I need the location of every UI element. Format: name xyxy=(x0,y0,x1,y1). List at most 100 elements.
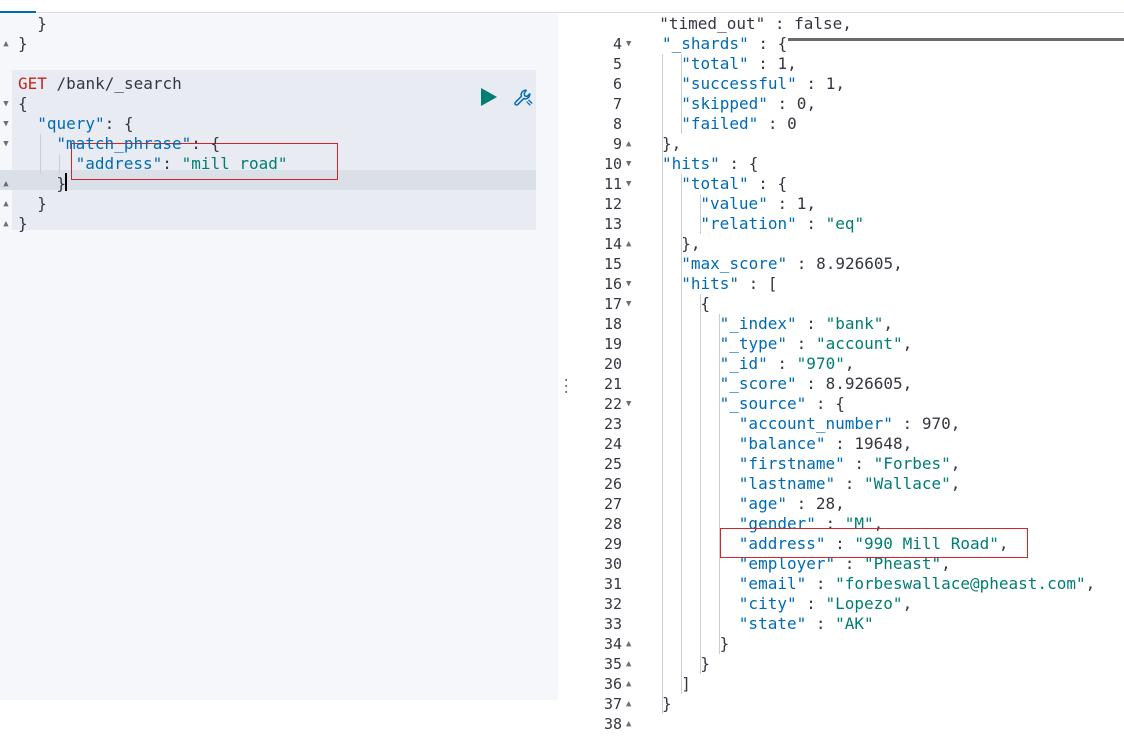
token-punc: : xyxy=(787,334,816,353)
token-key: "match_phrase" xyxy=(56,134,192,153)
caret-up-icon[interactable]: ▲ xyxy=(626,659,632,669)
caret-up-icon[interactable]: ▲ xyxy=(626,639,632,649)
token-punc: }, xyxy=(681,234,701,253)
line-number: 24 xyxy=(603,435,622,453)
token-punc: } xyxy=(56,174,67,193)
horizontal-scrollbar[interactable] xyxy=(788,38,1124,45)
response-code-line: "account_number" : 970, xyxy=(739,414,961,434)
caret-down-icon[interactable]: ▼ xyxy=(626,399,632,409)
token-punc: : xyxy=(786,494,816,513)
response-code-line: "_score" : 8.926605, xyxy=(720,374,913,394)
indent-guide xyxy=(681,174,682,694)
caret-up-icon[interactable]: ▲ xyxy=(626,719,632,729)
token-key: "_source" xyxy=(719,394,807,413)
line-number: 25 xyxy=(603,455,622,473)
vertical-dots-icon[interactable]: ··· xyxy=(562,373,571,401)
token-punc: : xyxy=(162,154,182,173)
text-cursor xyxy=(65,173,67,191)
response-code-line: "lastname" : "Wallace", xyxy=(739,474,961,494)
token-num: 19648 xyxy=(854,434,903,453)
token-key: "city" xyxy=(738,594,797,613)
caret-down-icon[interactable]: ▼ xyxy=(626,279,632,289)
caret-up-icon[interactable]: ▲ xyxy=(626,679,632,689)
caret-up-icon[interactable]: ▲ xyxy=(3,199,9,209)
response-code-line: }, xyxy=(681,234,700,254)
response-code-line: "email" : "forbeswallace@pheast.com", xyxy=(739,574,1095,594)
token-punc: : xyxy=(825,534,855,553)
token-punc: , xyxy=(844,354,855,373)
caret-down-icon[interactable]: ▼ xyxy=(3,99,9,109)
response-code-line: "_id" : "970", xyxy=(720,354,855,374)
request-code-line[interactable]: { xyxy=(18,94,28,114)
line-number: 14 xyxy=(603,235,622,253)
request-code-line[interactable]: } xyxy=(56,174,66,194)
token-punc: : xyxy=(748,54,778,73)
token-punc: : [ xyxy=(738,274,778,293)
token-key: "lastname" xyxy=(738,474,836,493)
response-code-line: "_source" : { xyxy=(720,394,845,414)
request-line[interactable]: GET /bank/_search xyxy=(18,74,182,94)
token-punc: , xyxy=(787,54,797,73)
line-number: 15 xyxy=(603,255,622,273)
caret-down-icon[interactable]: ▼ xyxy=(626,299,632,309)
indent-guide xyxy=(59,154,60,174)
response-code-line: "state" : "AK" xyxy=(739,614,874,634)
fold-caret-up-icon[interactable]: ▲ xyxy=(3,39,9,49)
line-number: 20 xyxy=(603,355,622,373)
caret-down-icon[interactable]: ▼ xyxy=(626,39,632,49)
token-str: "eq" xyxy=(825,214,865,233)
top-bar xyxy=(0,0,1124,14)
token-num: 8.926605 xyxy=(816,254,894,273)
token-str: "990 Mill Road" xyxy=(854,534,999,553)
token-key: "age" xyxy=(738,494,787,513)
play-icon[interactable] xyxy=(480,87,498,107)
line-number: 26 xyxy=(603,475,622,493)
token-punc: : xyxy=(844,454,874,473)
caret-down-icon[interactable]: ▼ xyxy=(3,139,9,149)
request-code-line[interactable]: "address": "mill road" xyxy=(76,154,288,174)
request-code-line[interactable]: } xyxy=(37,194,47,214)
active-line-highlight xyxy=(0,170,536,190)
request-code-line[interactable]: "match_phrase": { xyxy=(56,134,220,154)
token-punc: , xyxy=(893,254,903,273)
response-code-line: "relation" : "eq" xyxy=(700,214,864,234)
token-num: 970 xyxy=(921,414,951,433)
wrench-icon[interactable] xyxy=(512,87,534,109)
indent-guide xyxy=(681,54,682,134)
caret-up-icon[interactable]: ▲ xyxy=(3,219,9,229)
token-num: 1 xyxy=(825,74,836,93)
pane-splitter[interactable] xyxy=(558,14,576,740)
caret-up-icon[interactable]: ▲ xyxy=(626,699,632,709)
result-highlight-box xyxy=(720,528,1028,558)
request-code-line[interactable]: } xyxy=(18,214,28,234)
caret-up-icon[interactable]: ▲ xyxy=(3,179,9,189)
caret-up-icon[interactable]: ▲ xyxy=(626,139,632,149)
token-punc: , xyxy=(1085,574,1096,593)
token-punc: : xyxy=(835,554,865,573)
line-number: 18 xyxy=(603,315,622,333)
request-editor[interactable]: ▲ } } GET /bank/_search { "query": {"matc… xyxy=(0,14,558,700)
request-code-line[interactable]: "query": { xyxy=(37,114,133,134)
response-code-line: } xyxy=(720,634,730,654)
token-punc: : xyxy=(806,574,836,593)
token-punc: , xyxy=(883,314,893,333)
active-tab-indicator xyxy=(0,11,36,13)
response-code-line: "max_score" : 8.926605, xyxy=(681,254,903,274)
token-str: "Wallace" xyxy=(864,474,951,493)
caret-down-icon[interactable]: ▼ xyxy=(626,159,632,169)
caret-up-icon[interactable]: ▲ xyxy=(626,239,632,249)
caret-down-icon[interactable]: ▼ xyxy=(3,119,9,129)
response-code-line: ] xyxy=(681,674,691,694)
caret-down-icon[interactable]: ▼ xyxy=(626,179,632,189)
token-punc: , xyxy=(902,594,913,613)
response-code-line: { xyxy=(700,294,710,314)
token-str: "AK" xyxy=(835,614,874,633)
response-code-line: "total" : { xyxy=(681,174,787,194)
response-viewer[interactable]: "timed_out" : false, 4▼"_shards" : {5"to… xyxy=(576,14,1124,740)
token-punc: : xyxy=(892,414,922,433)
response-code-line: "failed" : 0 xyxy=(681,114,797,134)
token-punc: : xyxy=(767,354,797,373)
indent-guide xyxy=(719,434,720,654)
indent-guide xyxy=(40,134,41,174)
indent-guide xyxy=(700,294,701,674)
